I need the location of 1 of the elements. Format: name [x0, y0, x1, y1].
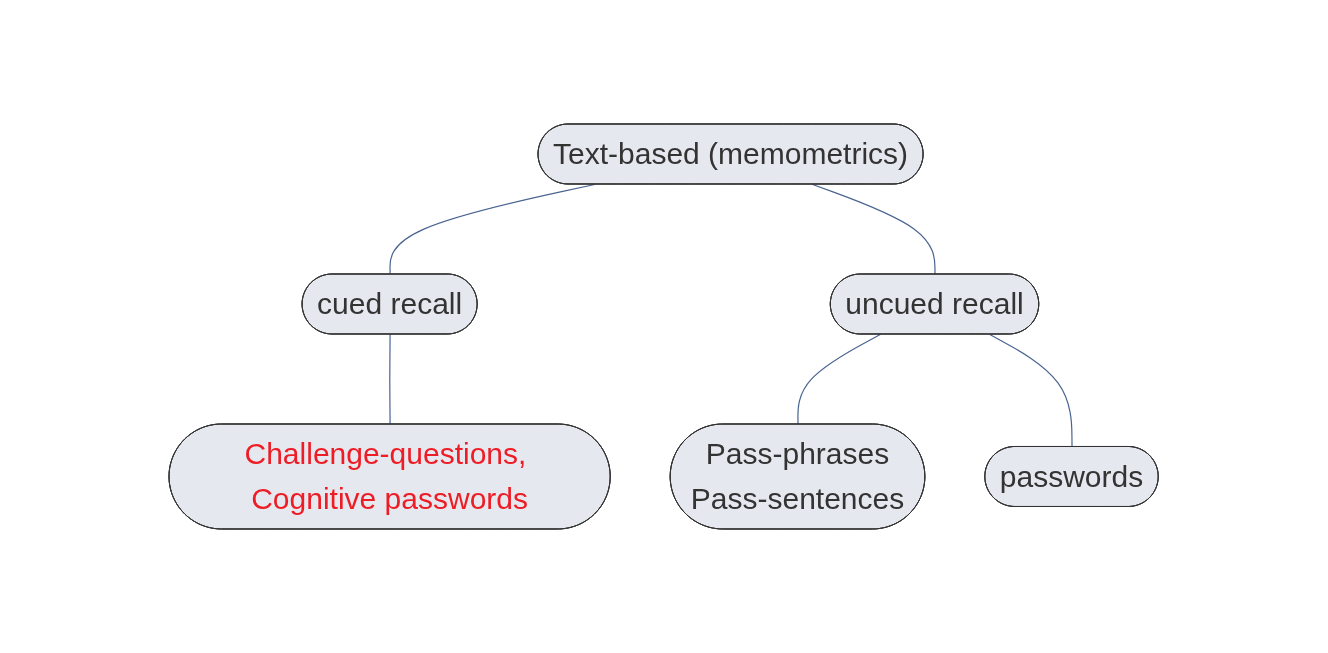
connector [989, 333, 1073, 448]
